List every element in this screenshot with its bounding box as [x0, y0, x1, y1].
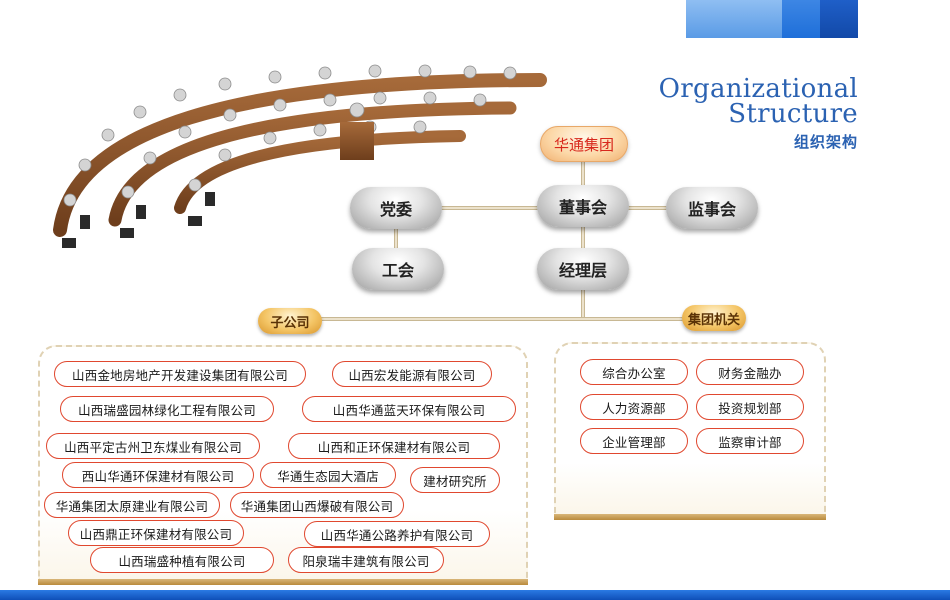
subsidiary-item[interactable]: 山西金地房地产开发建设集团有限公司	[54, 361, 306, 387]
department-item[interactable]: 投资规划部	[696, 394, 804, 420]
header-block-dark	[820, 0, 858, 38]
subsidiary-item[interactable]: 华通集团太原建业有限公司	[44, 492, 220, 518]
subsidiary-item[interactable]: 山西华通公路养护有限公司	[304, 521, 490, 547]
connector-group-board	[581, 160, 585, 190]
subsidiary-item[interactable]: 华通生态园大酒店	[260, 462, 396, 488]
departments-panel-base	[554, 514, 826, 520]
subsidiary-item[interactable]: 山西华通蓝天环保有限公司	[302, 396, 516, 422]
department-item[interactable]: 综合办公室	[580, 359, 688, 385]
subsidiary-item[interactable]: 山西瑞盛种植有限公司	[90, 547, 274, 573]
subsidiary-item[interactable]: 山西宏发能源有限公司	[332, 361, 492, 387]
subsidiary-item[interactable]: 山西鼎正环保建材有限公司	[68, 520, 244, 546]
department-item[interactable]: 企业管理部	[580, 428, 688, 454]
subsidiaries-panel-base	[38, 579, 528, 585]
departments-tag[interactable]: 集团机关	[682, 305, 746, 331]
connector-board-management	[581, 226, 585, 252]
footer-bar	[0, 590, 950, 600]
department-item[interactable]: 财务金融办	[696, 359, 804, 385]
node-board[interactable]: 董事会	[537, 185, 629, 227]
subsidiary-item[interactable]: 西山华通环保建材有限公司	[62, 462, 254, 488]
connector-management-branch	[581, 288, 585, 318]
subsidiaries-tag[interactable]: 子公司	[258, 308, 322, 334]
subsidiary-item[interactable]: 建材研究所	[410, 467, 500, 493]
subsidiary-item[interactable]: 山西瑞盛园林绿化工程有限公司	[60, 396, 274, 422]
department-item[interactable]: 监察审计部	[696, 428, 804, 454]
subsidiary-item[interactable]: 华通集团山西爆破有限公司	[230, 492, 404, 518]
title-english-line2: Structure	[728, 99, 858, 129]
connector-board-supervisory	[614, 206, 682, 210]
node-party-committee[interactable]: 党委	[350, 187, 442, 229]
subsidiary-item[interactable]: 阳泉瑞丰建筑有限公司	[288, 547, 444, 573]
node-huatong-group[interactable]: 华通集团	[540, 126, 628, 162]
connector-party-board	[430, 206, 548, 210]
subsidiary-item[interactable]: 山西平定古州卫东煤业有限公司	[46, 433, 260, 459]
title-chinese: 组织架构	[793, 133, 858, 151]
node-supervisory-board[interactable]: 监事会	[666, 187, 758, 229]
connector-party-union	[394, 226, 398, 252]
connector-branch	[318, 317, 686, 321]
node-union[interactable]: 工会	[352, 248, 444, 290]
header-block-mid	[782, 0, 820, 38]
subsidiary-item[interactable]: 山西和正环保建材有限公司	[288, 433, 500, 459]
title-english-line1: Organizational	[658, 74, 858, 104]
node-management[interactable]: 经理层	[537, 248, 629, 290]
department-item[interactable]: 人力资源部	[580, 394, 688, 420]
meeting-room-illustration	[53, 64, 547, 248]
header-block-light	[686, 0, 782, 38]
